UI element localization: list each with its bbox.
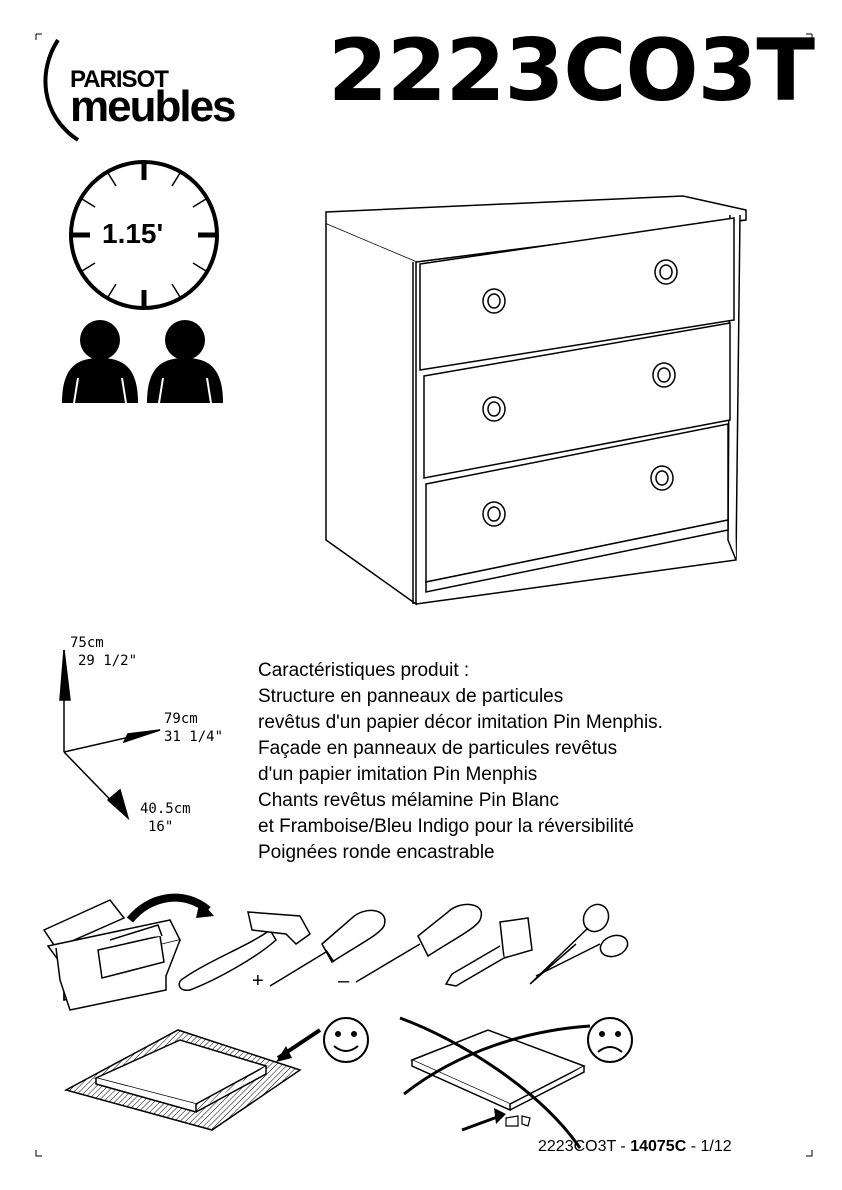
sad-face-icon	[587, 1017, 633, 1063]
scissors-icon	[529, 903, 629, 985]
height-metric: 75cm	[70, 635, 104, 651]
clock-icon	[69, 160, 219, 310]
width-metric: 79cm	[164, 711, 198, 727]
footer-page: 1/12	[700, 1138, 732, 1155]
footer-sep: -	[615, 1138, 631, 1155]
footer-code: 14075C	[630, 1138, 687, 1155]
drawer-top	[419, 217, 735, 371]
arrow-head	[196, 900, 214, 918]
height-imperial: 29 1/2"	[78, 653, 138, 669]
desc-line: Poignées ronde encastrable	[258, 842, 495, 863]
desc-line: Structure en panneaux de particules	[258, 686, 564, 707]
product-ref-title: 2223CO3T	[328, 21, 815, 121]
desc-line: Façade en panneaux de particules revêtus	[258, 738, 618, 759]
toolbox-icon	[42, 899, 182, 1011]
width-imperial: 31 1/4"	[164, 729, 224, 745]
footer-ref: 2223CO3T	[538, 1138, 616, 1155]
minus-sign-label: –	[338, 970, 350, 992]
crop-mark-bottom-right	[806, 1150, 813, 1157]
desc-line: Caractéristiques produit :	[258, 660, 470, 681]
panel-on-floor-icon	[410, 1029, 586, 1112]
hammer-icon	[178, 911, 311, 991]
desc-line: revêtus d'un papier décor imitation Pin …	[258, 712, 663, 733]
brand-line2: meubles	[70, 82, 237, 131]
pointer-arrow-2	[461, 1114, 501, 1132]
plus-sign-label: +	[252, 970, 264, 992]
desc-line: et Framboise/Bleu Indigo pour la réversi…	[258, 816, 634, 837]
desc-line: Chants revêtus mélamine Pin Blanc	[258, 790, 559, 811]
drawer-handle-icons	[482, 259, 678, 527]
dresser-illustration	[325, 195, 747, 606]
depth-metric: 40.5cm	[140, 801, 191, 817]
broken-corner-icon	[505, 1115, 531, 1127]
page-footer: 2223CO3T - 14075C - 1/12	[538, 1138, 732, 1156]
two-person-icon	[62, 320, 223, 404]
drawer-middle	[423, 322, 731, 479]
tape-measure-icon	[444, 917, 533, 987]
dimension-depth: 40.5cm 16"	[140, 800, 191, 836]
depth-imperial: 16"	[148, 819, 174, 835]
dimension-width: 79cm 31 1/4"	[164, 710, 223, 746]
screwdriver-minus-icon	[355, 903, 483, 983]
screwdriver-plus-icon	[269, 909, 386, 987]
assembly-time: 1.15'	[102, 218, 164, 249]
logo-arc-icon	[43, 38, 80, 142]
panel-on-rug-icon	[63, 1029, 302, 1131]
crop-mark-top-right	[806, 33, 813, 40]
cross-mark-icon	[399, 1016, 591, 1149]
dimension-height: 75cm 29 1/2"	[70, 634, 137, 670]
crop-mark-top-left	[35, 33, 42, 40]
desc-line: d'un papier imitation Pin Menphis	[258, 764, 538, 785]
brand-line1: PARISOT	[70, 66, 169, 93]
happy-face-icon	[323, 1017, 369, 1063]
product-description: Caractéristiques produit : Structure en …	[258, 658, 663, 866]
dimension-axes-icon	[59, 649, 161, 821]
crop-mark-bottom-left	[35, 1150, 42, 1157]
curved-arrow-icon	[126, 893, 211, 923]
footer-sep: -	[686, 1138, 701, 1155]
